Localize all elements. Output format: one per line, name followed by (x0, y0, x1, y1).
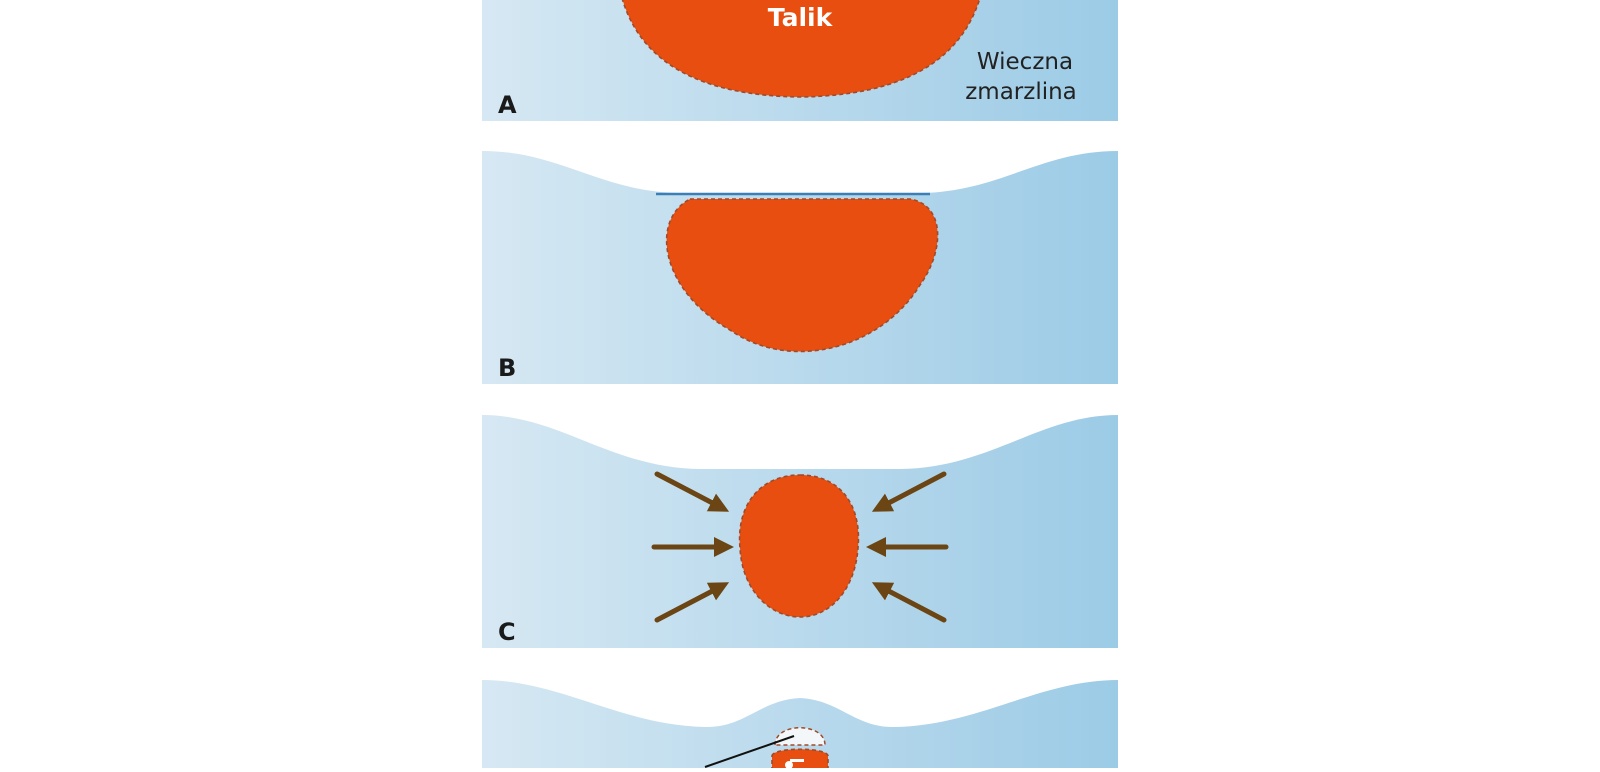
permafrost-label-line1: Wieczna (977, 49, 1073, 75)
panel-letter-b: B (498, 354, 516, 382)
talik-shape (621, 0, 981, 98)
panel-d (482, 680, 1118, 772)
permafrost-area (482, 680, 1118, 768)
talik-shape (771, 748, 829, 772)
ice-streak (790, 759, 804, 762)
panel-b: B (482, 151, 1118, 384)
ice-dot (785, 761, 793, 769)
talik-shape (665, 198, 939, 353)
panel-letter-a: A (498, 91, 517, 119)
arrow-upper-left (654, 471, 730, 512)
permafrost-label-line2: zmarzlina (965, 79, 1077, 105)
arrow-upper-right (871, 471, 947, 512)
talik-label: Talik (768, 3, 834, 32)
arrow-lower-left (654, 582, 730, 623)
annotation-leader-line (704, 735, 795, 768)
panel-letter-c: C (498, 618, 516, 646)
ice-lens (774, 727, 826, 746)
panel-a: Talik Wieczna zmarzlina A (482, 0, 1118, 121)
talik-shape (738, 474, 860, 618)
panel-c: C (482, 415, 1118, 648)
arrow-lower-right (871, 582, 947, 623)
